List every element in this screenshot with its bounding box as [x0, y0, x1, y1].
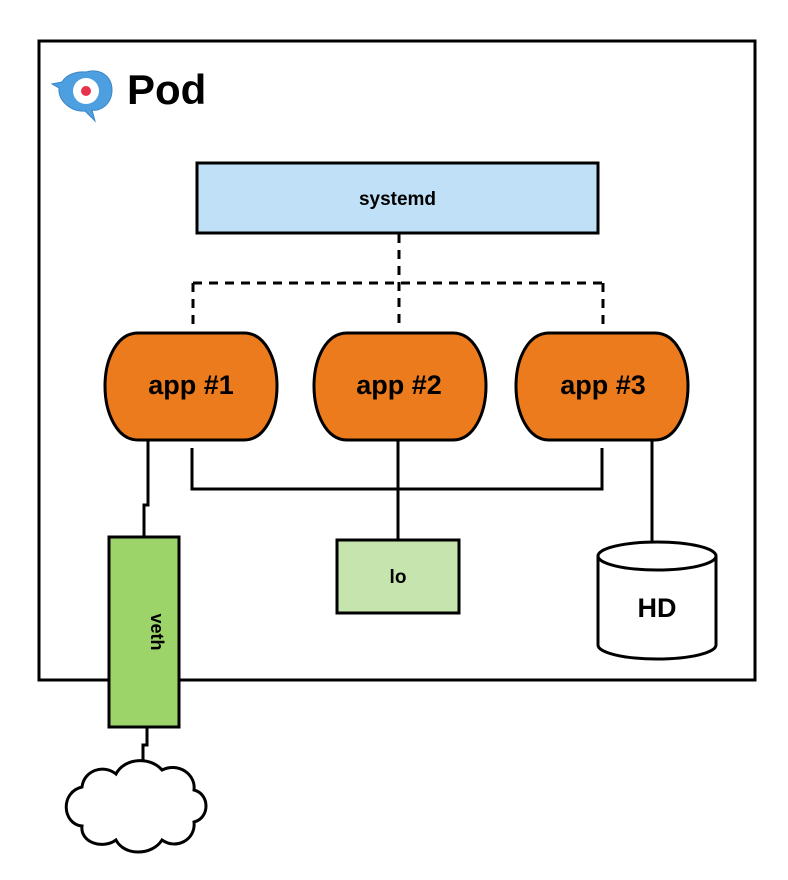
- app-2-label: app #2: [356, 370, 442, 400]
- hd-cylinder: [596, 540, 718, 661]
- veth-box: [107, 535, 181, 729]
- hd-label: HD: [638, 593, 677, 623]
- app-1-node: [103, 331, 279, 442]
- app-3-node: [514, 331, 690, 442]
- app1-veth-line: [142, 440, 150, 540]
- lo-box: [335, 538, 461, 615]
- supervision-lines: [191, 234, 605, 330]
- app-1-label: app #1: [148, 370, 234, 400]
- app-3-label: app #3: [560, 370, 646, 400]
- veth-cloud-line: [141, 727, 149, 772]
- systemd-label: systemd: [359, 189, 436, 210]
- connection-lines: [141, 440, 654, 772]
- lo-label: lo: [390, 567, 407, 588]
- app-2-node: [312, 331, 488, 442]
- systemd-box: [195, 161, 600, 235]
- rkt-pod-icon: [50, 70, 113, 123]
- cloud-icon: [64, 759, 208, 854]
- veth-label: veth: [147, 613, 167, 650]
- pod-title: Pod: [127, 66, 206, 113]
